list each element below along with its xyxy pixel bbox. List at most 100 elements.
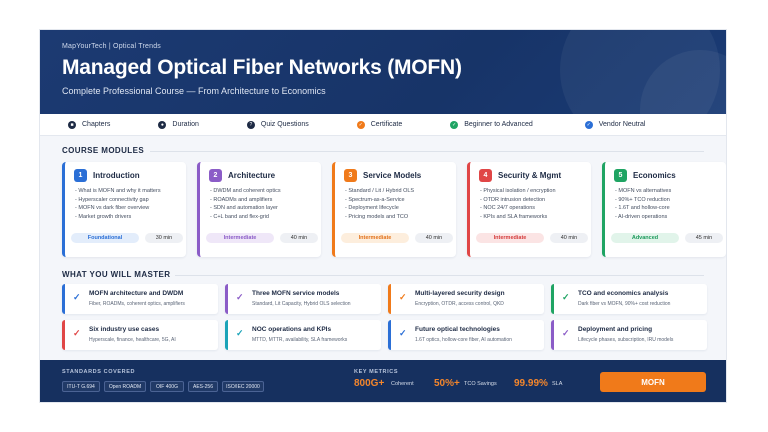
- topic-item: - ROADMs and amplifiers: [210, 196, 273, 203]
- standard-badge: OIF 400G: [150, 381, 184, 392]
- divider: [150, 151, 704, 152]
- topic-item: - Market growth drivers: [75, 213, 132, 220]
- standards-label: STANDARDS COVERED: [62, 369, 136, 375]
- topic-item: - C+L band and flex-grid: [210, 213, 269, 220]
- standard-badge: Open ROADM: [104, 381, 146, 392]
- module-topics: - DWDM and coherent optics - ROADMs and …: [210, 187, 281, 221]
- brand-label: MapYourTech | Optical Trends: [62, 43, 161, 50]
- metric-label: Coherent: [391, 381, 414, 387]
- quiz-icon: ?: [246, 120, 255, 129]
- topic-item: - Hyperscaler connectivity gap: [75, 196, 149, 203]
- module-card-security[interactable]: 4 Security & Mgmt - Physical isolation /…: [467, 162, 591, 257]
- module-card-architecture[interactable]: 2 Architecture - DWDM and coherent optic…: [197, 162, 321, 257]
- module-topics: - Standard / Lit / Hybrid OLS - Spectrum…: [345, 187, 414, 221]
- skill-tile: ✓ Six industry use cases Hyperscale, fin…: [62, 320, 218, 350]
- info-vendor: ✓ Vendor Neutral: [584, 120, 646, 129]
- skill-desc: Dark fiber vs MOFN, 90%+ cost reduction: [578, 301, 671, 307]
- level-badge: Intermediate: [341, 233, 409, 243]
- topic-item: - MOFN vs dark fiber overview: [75, 205, 150, 212]
- info-label: Certificate: [370, 121, 403, 128]
- skill-title: Six industry use cases: [89, 326, 160, 333]
- skill-tile: ✓ Future optical technologies 1.6T optic…: [388, 320, 544, 350]
- module-title: Security & Mgmt: [498, 171, 562, 180]
- duration-badge: 40 min: [550, 233, 588, 243]
- check-icon: ✓: [73, 328, 81, 338]
- decorative-circle: [560, 30, 720, 114]
- topic-item: - Pricing models and TCO: [345, 213, 409, 220]
- info-label: Beginner to Advanced: [464, 121, 533, 128]
- topic-item: - Physical isolation / encryption: [480, 188, 556, 194]
- duration-badge: 45 min: [685, 233, 723, 243]
- module-topics: - What is MOFN and why it matters - Hype…: [75, 187, 161, 221]
- certificate-icon: ✓: [356, 120, 365, 129]
- topic-item: - 1.6T and hollow-core: [615, 205, 670, 212]
- info-level: ✓ Beginner to Advanced: [450, 120, 533, 129]
- module-number: 5: [614, 169, 627, 182]
- topic-item: - SDN and automation layer: [210, 205, 278, 212]
- metric-value: 99.99%: [514, 378, 548, 389]
- course-info-bar: ■ Chapters ● Duration ? Quiz Questions ✓…: [40, 114, 726, 136]
- footer-bar: STANDARDS COVERED ITU-T G.694 Open ROADM…: [40, 360, 726, 402]
- info-label: Duration: [172, 121, 199, 128]
- master-heading: WHAT YOU WILL MASTER: [62, 270, 171, 279]
- info-quiz: ? Quiz Questions: [246, 120, 309, 129]
- module-card-economics[interactable]: 5 Economics - MOFN vs alternatives - 90%…: [602, 162, 726, 257]
- check-icon: ✓: [399, 328, 407, 338]
- level-badge: Advanced: [611, 233, 679, 243]
- page-subtitle: Complete Professional Course — From Arch…: [62, 86, 326, 96]
- module-card-introduction[interactable]: 1 Introduction - What is MOFN and why it…: [62, 162, 186, 257]
- module-number: 2: [209, 169, 222, 182]
- modules-heading: COURSE MODULES: [62, 146, 145, 155]
- skill-tile: ✓ TCO and economics analysis Dark fiber …: [551, 284, 707, 314]
- info-chapters: ■ Chapters: [68, 120, 110, 129]
- topic-item: - OTDR intrusion detection: [480, 196, 546, 203]
- module-number: 1: [74, 169, 87, 182]
- module-card-service-models[interactable]: 3 Service Models - Standard / Lit / Hybr…: [332, 162, 456, 257]
- info-certificate: ✓ Certificate: [356, 120, 403, 129]
- module-topics: - MOFN vs alternatives - 90%+ TCO reduct…: [615, 187, 671, 221]
- metric-value: 50%+: [434, 378, 460, 389]
- skill-title: Three MOFN service models: [252, 290, 340, 297]
- standard-badge: AES-256: [188, 381, 218, 392]
- standard-badge: ISO/IEC 20000: [222, 381, 264, 392]
- topic-item: - DWDM and coherent optics: [210, 188, 281, 194]
- topic-item: - MOFN vs alternatives: [615, 188, 672, 194]
- module-title: Architecture: [228, 171, 276, 180]
- skill-title: MOFN architecture and DWDM: [89, 290, 184, 297]
- duration-badge: 40 min: [280, 233, 318, 243]
- mofn-cta-button[interactable]: MOFN: [600, 372, 706, 392]
- topic-item: - Standard / Lit / Hybrid OLS: [345, 188, 415, 194]
- page-title: Managed Optical Fiber Networks (MOFN): [62, 56, 462, 79]
- module-number: 4: [479, 169, 492, 182]
- metric-label: SLA: [552, 381, 563, 387]
- check-icon: ✓: [236, 328, 244, 338]
- skill-desc: Encryption, OTDR, access control, QKD: [415, 301, 504, 307]
- skill-tile: ✓ Three MOFN service models Standard, Li…: [225, 284, 381, 314]
- module-title: Service Models: [363, 171, 422, 180]
- check-icon: ✓: [399, 292, 407, 302]
- topic-item: - What is MOFN and why it matters: [75, 188, 161, 194]
- skill-desc: 1.6T optics, hollow-core fiber, AI autom…: [415, 337, 512, 343]
- skill-desc: MTTD, MTTR, availability, SLA frameworks: [252, 337, 348, 343]
- module-number: 3: [344, 169, 357, 182]
- topic-item: - NOC 24/7 operations: [480, 205, 536, 212]
- check-icon: ✓: [236, 292, 244, 302]
- duration-badge: 30 min: [145, 233, 183, 243]
- skill-tile: ✓ NOC operations and KPIs MTTD, MTTR, av…: [225, 320, 381, 350]
- info-label: Vendor Neutral: [598, 121, 646, 128]
- book-icon: ■: [68, 120, 76, 129]
- topic-item: - Spectrum-as-a-Service: [345, 196, 405, 203]
- skill-title: Future optical technologies: [415, 326, 500, 333]
- info-duration: ● Duration: [158, 120, 199, 129]
- hero-header: MapYourTech | Optical Trends Managed Opt…: [40, 30, 726, 114]
- topic-item: - KPIs and SLA frameworks: [480, 213, 548, 220]
- skill-title: TCO and economics analysis: [578, 290, 669, 297]
- check-icon: ✓: [562, 292, 570, 302]
- skill-desc: Lifecycle phases, subscription, IRU mode…: [578, 337, 674, 343]
- level-badge: Foundational: [71, 233, 139, 243]
- module-title: Introduction: [93, 171, 140, 180]
- skill-tile: ✓ Multi-layered security design Encrypti…: [388, 284, 544, 314]
- skill-tile: ✓ Deployment and pricing Lifecycle phase…: [551, 320, 707, 350]
- skill-desc: Standard, Lit Capacity, Hybrid OLS selec…: [252, 301, 351, 307]
- divider: [175, 275, 704, 276]
